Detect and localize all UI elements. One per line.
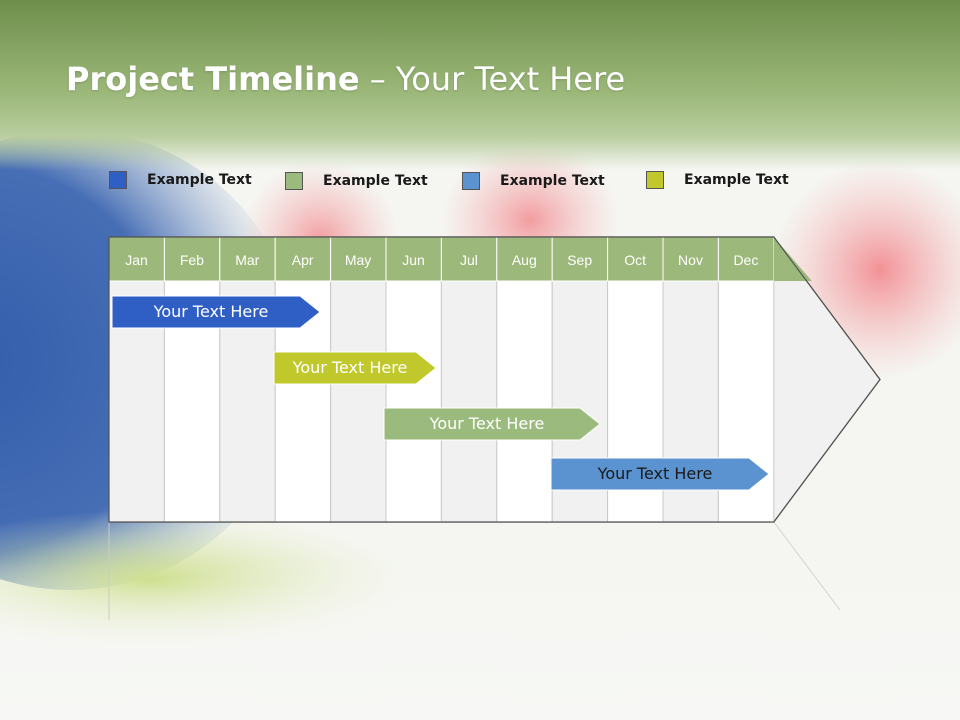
- month-label: Aug: [511, 252, 537, 268]
- task-arrow: [111, 295, 321, 329]
- task-label: Your Text Here: [597, 464, 713, 483]
- month-label: Feb: [179, 252, 204, 268]
- month-header-cell: [440, 236, 498, 282]
- page-title: Project Timeline – Your Text Here: [66, 60, 625, 98]
- legend-label: Example Text: [684, 172, 789, 188]
- timeline-arrow-outline: [108, 236, 881, 523]
- title-subtitle: Your Text Here: [395, 60, 626, 98]
- month-header-cell: [607, 236, 664, 282]
- month-header-cell: [108, 236, 165, 282]
- month-header-cell: [330, 236, 387, 282]
- title-separator: –: [359, 60, 396, 98]
- title-bold: Project Timeline: [66, 60, 360, 98]
- legend-swatch: [109, 171, 127, 189]
- month-label: Jun: [402, 252, 425, 268]
- month-header-cell: [717, 236, 775, 282]
- month-label: Oct: [624, 252, 646, 268]
- month-label: Jan: [125, 252, 148, 268]
- legend-label: Example Text: [147, 172, 252, 188]
- month-label: Apr: [291, 252, 314, 268]
- legend-label: Example Text: [500, 173, 605, 189]
- month-label: May: [344, 252, 372, 268]
- month-header-cell: [274, 236, 332, 282]
- month-label: Mar: [235, 252, 260, 268]
- month-column: [385, 280, 442, 523]
- legend-label: Example Text: [323, 173, 428, 189]
- month-column: [496, 280, 553, 523]
- month-header-cell: [662, 236, 719, 282]
- month-label: Sep: [567, 252, 593, 268]
- task-label: Your Text Here: [292, 358, 408, 377]
- month-column: [440, 280, 498, 523]
- task-arrow: [273, 351, 437, 385]
- legend-swatch: [646, 171, 664, 189]
- task-arrow: [550, 457, 770, 491]
- month-label: Jul: [459, 252, 478, 268]
- month-header-cell: [496, 236, 553, 282]
- legend-swatch: [285, 172, 303, 190]
- month-label: Nov: [678, 252, 703, 268]
- task-label: Your Text Here: [153, 302, 269, 321]
- reflection-line: [773, 521, 841, 611]
- month-header-cell: [551, 236, 609, 282]
- legend-swatch: [462, 172, 480, 190]
- month-label: Dec: [733, 252, 759, 268]
- month-header-cell: [385, 236, 442, 282]
- task-label: Your Text Here: [429, 414, 545, 433]
- task-arrow: [383, 407, 601, 441]
- header-arrow-tip: [773, 237, 812, 281]
- month-column: [330, 280, 387, 523]
